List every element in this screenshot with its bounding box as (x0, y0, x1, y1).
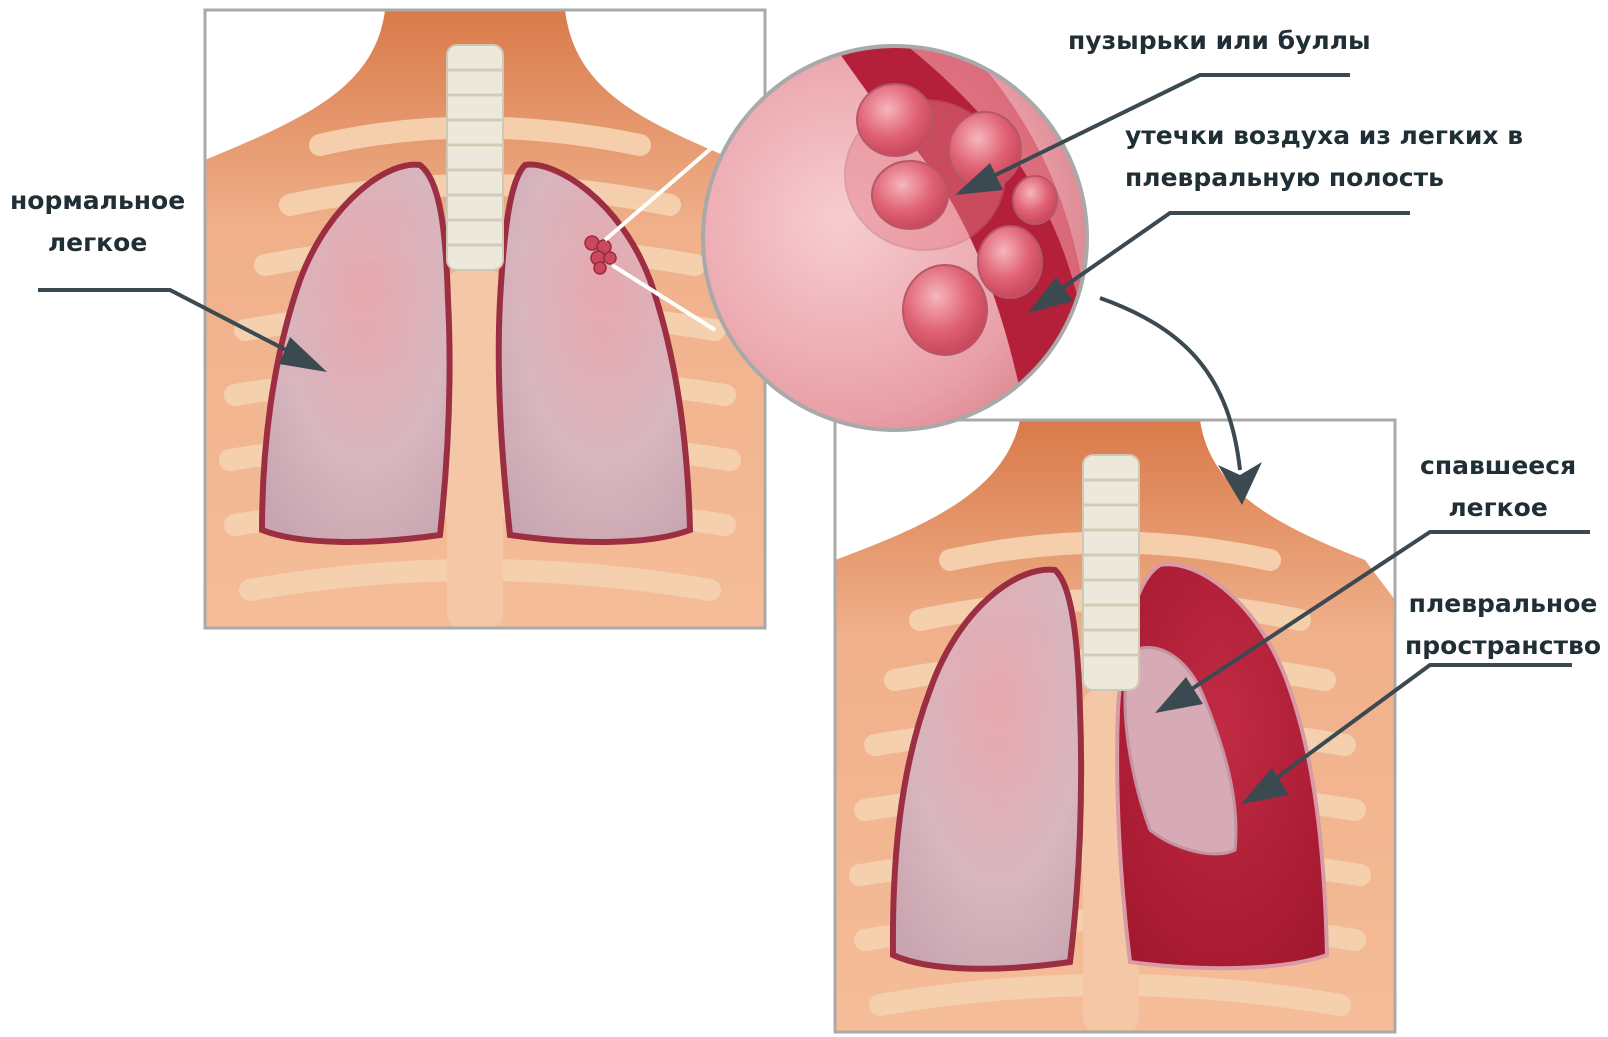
panel-normal-chest (205, 10, 765, 628)
label-collapsed-lung-line2: легкое (1420, 487, 1576, 529)
label-pleural-space: плевральное пространство (1405, 583, 1601, 667)
label-normal-lung-line1: нормальное (10, 180, 185, 222)
label-bullae-line1: пузырьки или буллы (1068, 20, 1371, 62)
label-air-leak-line1: утечки воздуха из легких в (1125, 115, 1523, 157)
label-pleural-space-line1: плевральное (1405, 583, 1601, 625)
label-collapsed-lung-line1: спавшееся (1420, 445, 1576, 487)
label-air-leak: утечки воздуха из легких в плевральную п… (1125, 115, 1523, 199)
panel-collapsed-chest (835, 420, 1395, 1032)
label-normal-lung-line2: легкое (10, 222, 185, 264)
label-bullae: пузырьки или буллы (1068, 20, 1371, 62)
trachea (1083, 455, 1139, 690)
label-pleural-space-line2: пространство (1405, 625, 1601, 667)
label-collapsed-lung: спавшееся легкое (1420, 445, 1576, 529)
label-normal-lung: нормальное легкое (10, 180, 185, 264)
trachea (447, 45, 503, 270)
label-air-leak-line2: плевральную полость (1125, 157, 1523, 199)
sternum (447, 270, 503, 628)
